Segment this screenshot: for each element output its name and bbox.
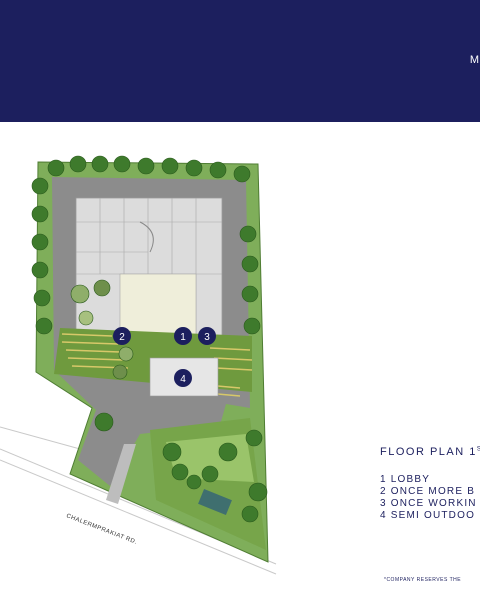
header-banner: M <box>0 0 480 122</box>
marker-3-label: 3 <box>204 332 210 343</box>
entrance-curve <box>139 221 154 253</box>
marker-2: 2 <box>113 327 131 345</box>
header-title-fragment: M <box>469 54 480 66</box>
road-label: CHALERMPRAKIAT RD. <box>65 513 138 546</box>
marker-4-label: 4 <box>180 374 186 385</box>
legend-title-text: FLOOR PLAN 1 <box>380 446 477 458</box>
legend-list: 1 LOBBY 2 ONCE MORE B 3 ONCE WORKIN 4 SE… <box>380 474 477 522</box>
legend-item-semi-outdoor: 4 SEMI OUTDOO <box>380 510 476 521</box>
trees <box>31 155 268 523</box>
legend-title-sup: ST <box>477 446 480 452</box>
legend-item-lobby: 1 LOBBY <box>380 474 431 485</box>
legend-title: FLOOR PLAN 1ST <box>380 446 480 458</box>
water-feature <box>198 488 232 516</box>
footnote: *COMPANY RESERVES THE <box>384 577 462 583</box>
legend-item-once-working: 3 ONCE WORKIN <box>380 498 477 509</box>
marker-3: 3 <box>198 327 216 345</box>
marker-1-label: 1 <box>180 332 186 343</box>
walkway <box>106 444 136 504</box>
marker-4: 4 <box>174 369 192 387</box>
marker-2-label: 2 <box>119 332 125 343</box>
legend-item-once-more: 2 ONCE MORE B <box>380 486 476 497</box>
site-floor-plan: CHALERMPRAKIAT RD. <box>0 155 277 575</box>
marker-1: 1 <box>174 327 192 345</box>
